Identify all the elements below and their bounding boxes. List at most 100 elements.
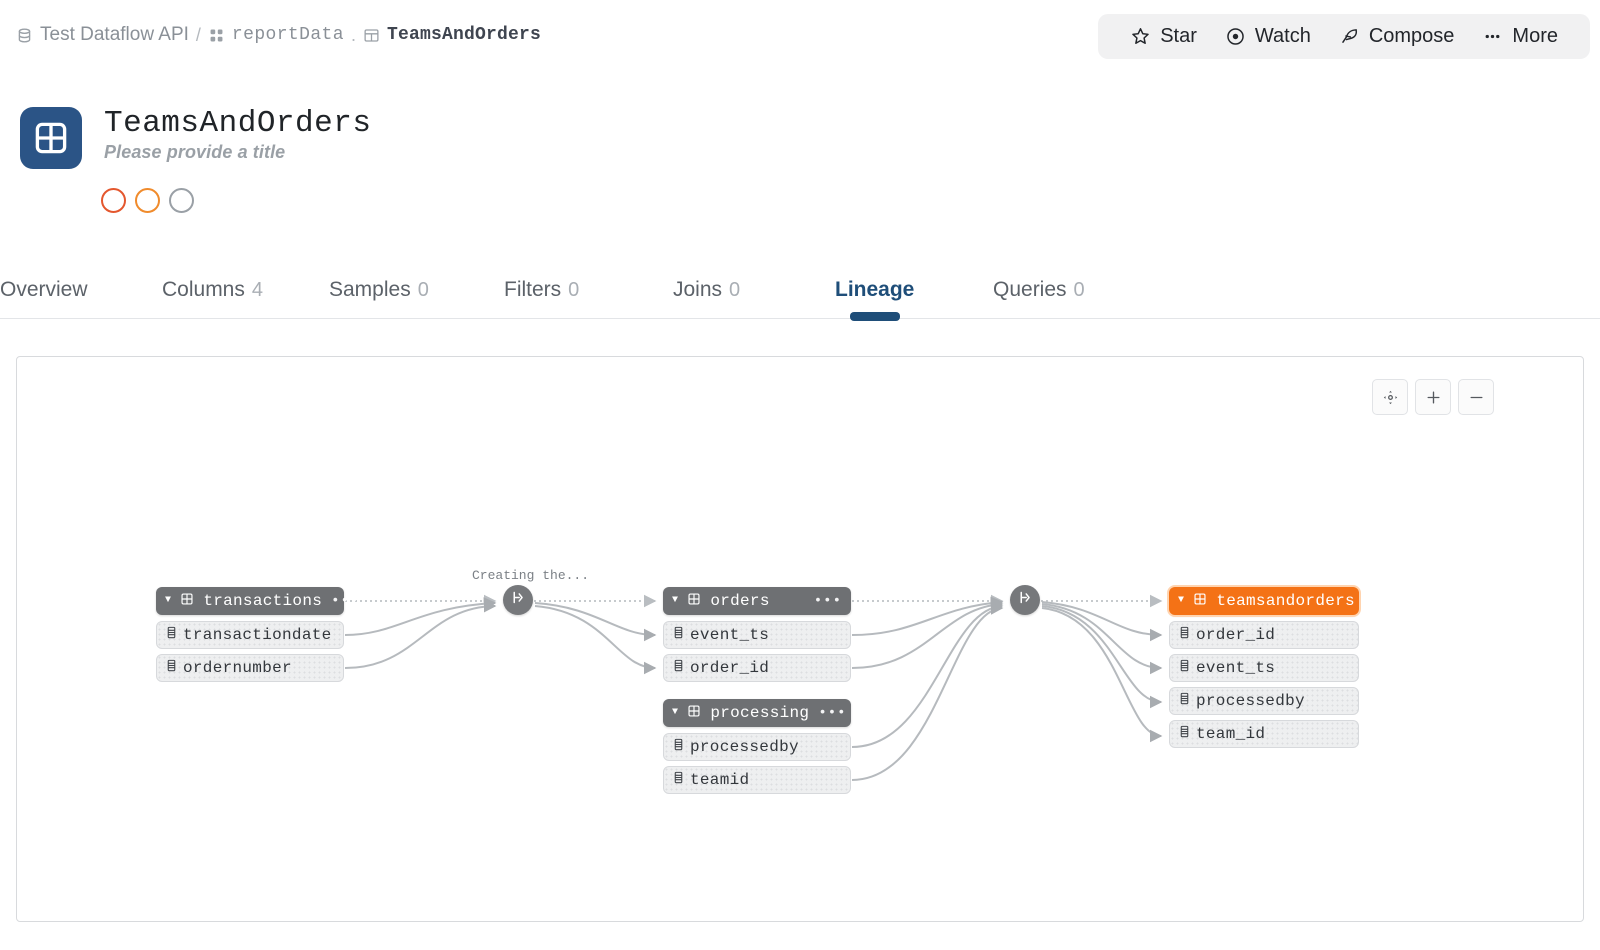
lineage-column-teamid[interactable]: teamid	[663, 766, 851, 794]
watch-label: Watch	[1254, 25, 1311, 47]
lineage-edges	[344, 594, 1163, 781]
status-dot-2[interactable]	[135, 188, 160, 213]
column-label: transactiondate	[183, 626, 332, 644]
tab-columns[interactable]: Columns 4	[162, 262, 263, 318]
lineage-graph: ▼ transactions ••• transactiondate	[17, 357, 1583, 921]
junction-1[interactable]	[503, 585, 533, 615]
junction-1-label: Creating the...	[472, 568, 590, 583]
tab-samples-count: 0	[417, 278, 429, 301]
tab-samples-label: Samples	[329, 278, 411, 301]
node-menu-icon[interactable]: •••	[331, 593, 360, 609]
lineage-column-event-ts[interactable]: event_ts	[663, 621, 851, 649]
more-label: More	[1512, 25, 1558, 47]
zoom-controls	[1372, 379, 1494, 415]
tab-active-indicator	[849, 312, 900, 321]
star-button[interactable]: Star	[1116, 23, 1211, 50]
node-title: teamsandorders	[1216, 592, 1355, 610]
chevron-down-icon[interactable]: ▼	[165, 595, 172, 606]
column-label: teamid	[690, 771, 750, 789]
page-subtitle[interactable]: Please provide a title	[104, 142, 286, 163]
lineage-column-transactiondate[interactable]: transactiondate	[156, 621, 344, 649]
tab-overview[interactable]: Overview	[0, 262, 95, 318]
grid-icon	[208, 27, 225, 44]
node-title: transactions	[203, 592, 323, 610]
column-icon	[165, 659, 178, 677]
column-icon	[672, 771, 685, 789]
status-dot-1[interactable]	[101, 188, 126, 213]
junction-2[interactable]	[1010, 585, 1040, 615]
node-header-processing[interactable]: ▼ processing •••	[663, 699, 851, 727]
column-label: processedby	[690, 738, 799, 756]
feather-icon	[1339, 26, 1360, 47]
tab-filters-count: 0	[568, 278, 580, 301]
more-button[interactable]: More	[1468, 23, 1572, 50]
lineage-node-teamsandorders[interactable]: ▼ teamsandorders ••• order_id	[1169, 587, 1391, 748]
column-label: ordernumber	[183, 659, 292, 677]
page-header: TeamsAndOrders Please provide a title	[20, 107, 371, 169]
tab-lineage-label: Lineage	[835, 278, 915, 301]
column-icon	[1178, 626, 1191, 644]
lineage-column-event-ts-out[interactable]: event_ts	[1169, 654, 1359, 682]
zoom-out-button[interactable]	[1458, 379, 1494, 415]
tab-joins-label: Joins	[673, 278, 723, 301]
column-label: order_id	[690, 659, 770, 677]
breadcrumb-dot: .	[350, 24, 356, 45]
status-dots	[101, 188, 194, 213]
tab-overview-label: Overview	[0, 278, 88, 301]
lineage-node-transactions[interactable]: ▼ transactions ••• transactiondate	[156, 587, 358, 682]
eye-icon	[1225, 26, 1246, 47]
column-icon	[1178, 692, 1191, 710]
compose-button[interactable]: Compose	[1325, 23, 1469, 50]
lineage-node-processing[interactable]: ▼ processing ••• processedby	[663, 699, 851, 794]
node-menu-icon[interactable]: •••	[818, 705, 847, 721]
node-title: processing	[710, 704, 810, 722]
tab-filters[interactable]: Filters 0	[504, 262, 579, 318]
column-icon	[1178, 659, 1191, 677]
watch-button[interactable]: Watch	[1211, 23, 1325, 50]
table-icon	[687, 592, 701, 611]
node-header-transactions[interactable]: ▼ transactions •••	[156, 587, 358, 615]
lineage-column-order-id-out[interactable]: order_id	[1169, 621, 1359, 649]
page-title: TeamsAndOrders	[104, 106, 372, 141]
table-icon	[363, 27, 380, 44]
column-label: order_id	[1196, 626, 1276, 644]
column-icon	[672, 659, 685, 677]
node-menu-icon[interactable]: •••	[1363, 593, 1393, 609]
lineage-column-team-id-out[interactable]: team_id	[1169, 720, 1359, 748]
tab-columns-count: 4	[251, 278, 263, 301]
tab-lineage[interactable]: Lineage	[835, 262, 915, 321]
lineage-column-order-id[interactable]: order_id	[663, 654, 851, 682]
table-icon	[687, 704, 701, 723]
node-menu-icon[interactable]: •••	[813, 593, 842, 609]
column-label: team_id	[1196, 725, 1266, 743]
column-icon	[165, 626, 178, 644]
tab-queries[interactable]: Queries 0	[993, 262, 1085, 318]
table-app-icon	[20, 107, 82, 169]
lineage-column-processedby-out[interactable]: processedby	[1169, 687, 1359, 715]
tab-samples[interactable]: Samples 0	[329, 262, 429, 318]
breadcrumb-schema[interactable]: reportData	[231, 25, 344, 45]
breadcrumb-database[interactable]: Test Dataflow API	[40, 24, 189, 45]
lineage-column-ordernumber[interactable]: ordernumber	[156, 654, 344, 682]
lineage-canvas[interactable]: ▼ transactions ••• transactiondate	[16, 356, 1584, 922]
ellipsis-icon	[1482, 26, 1503, 47]
breadcrumb-table: TeamsAndOrders	[386, 25, 541, 45]
column-icon	[672, 738, 685, 756]
node-header-orders[interactable]: ▼ orders •••	[663, 587, 851, 615]
tab-bar: Overview Columns 4 Samples 0 Filters 0 J…	[0, 262, 1600, 321]
status-dot-3[interactable]	[169, 188, 194, 213]
chevron-down-icon[interactable]: ▼	[1178, 595, 1185, 606]
fit-view-button[interactable]	[1372, 379, 1408, 415]
tab-joins[interactable]: Joins 0	[673, 262, 740, 318]
tab-queries-count: 0	[1073, 278, 1085, 301]
chevron-down-icon[interactable]: ▼	[672, 707, 679, 718]
zoom-in-button[interactable]	[1415, 379, 1451, 415]
lineage-column-processedby[interactable]: processedby	[663, 733, 851, 761]
node-header-teamsandorders[interactable]: ▼ teamsandorders •••	[1169, 587, 1391, 615]
table-icon	[180, 592, 194, 611]
column-label: processedby	[1196, 692, 1305, 710]
lineage-node-orders[interactable]: ▼ orders ••• event_ts	[663, 587, 851, 682]
transform-icon	[1017, 589, 1034, 611]
chevron-down-icon[interactable]: ▼	[672, 595, 679, 606]
